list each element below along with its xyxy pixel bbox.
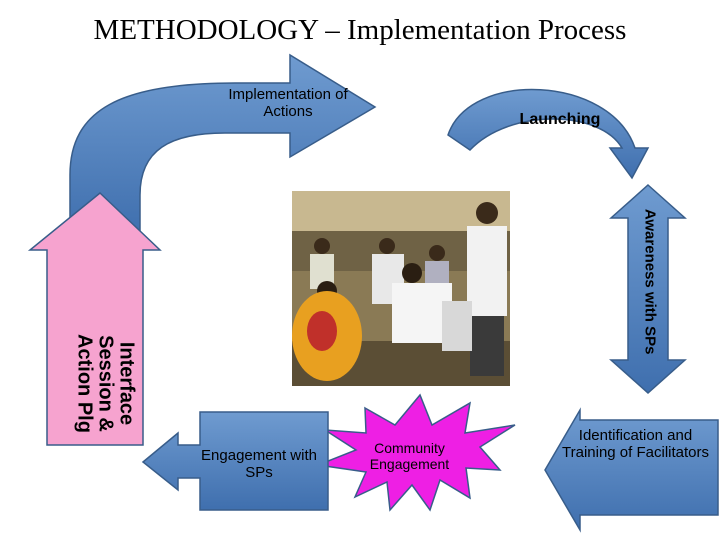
community-label: Community Engagement — [369, 440, 450, 473]
meeting-photo — [292, 191, 510, 386]
implementation-label: Implementation of Actions — [228, 86, 348, 121]
awareness-arrow — [609, 183, 687, 395]
engagement-label: Engagement with SPs — [201, 447, 317, 482]
interface-label: Interface Session & Action Plg — [73, 334, 138, 433]
identification-arrow — [544, 407, 719, 533]
launching-arrow — [447, 88, 650, 180]
page-title: METHODOLOGY – Implementation Process — [93, 14, 627, 46]
identification-label: Identification and Training of Facilitat… — [562, 427, 709, 462]
awareness-label: Awareness with SPs — [641, 208, 659, 355]
engagement-arrow — [141, 411, 329, 511]
interface-arrow — [27, 192, 162, 446]
implementation-arrow — [69, 53, 377, 236]
launching-label: Launching — [519, 111, 601, 128]
community-starburst — [315, 393, 516, 512]
